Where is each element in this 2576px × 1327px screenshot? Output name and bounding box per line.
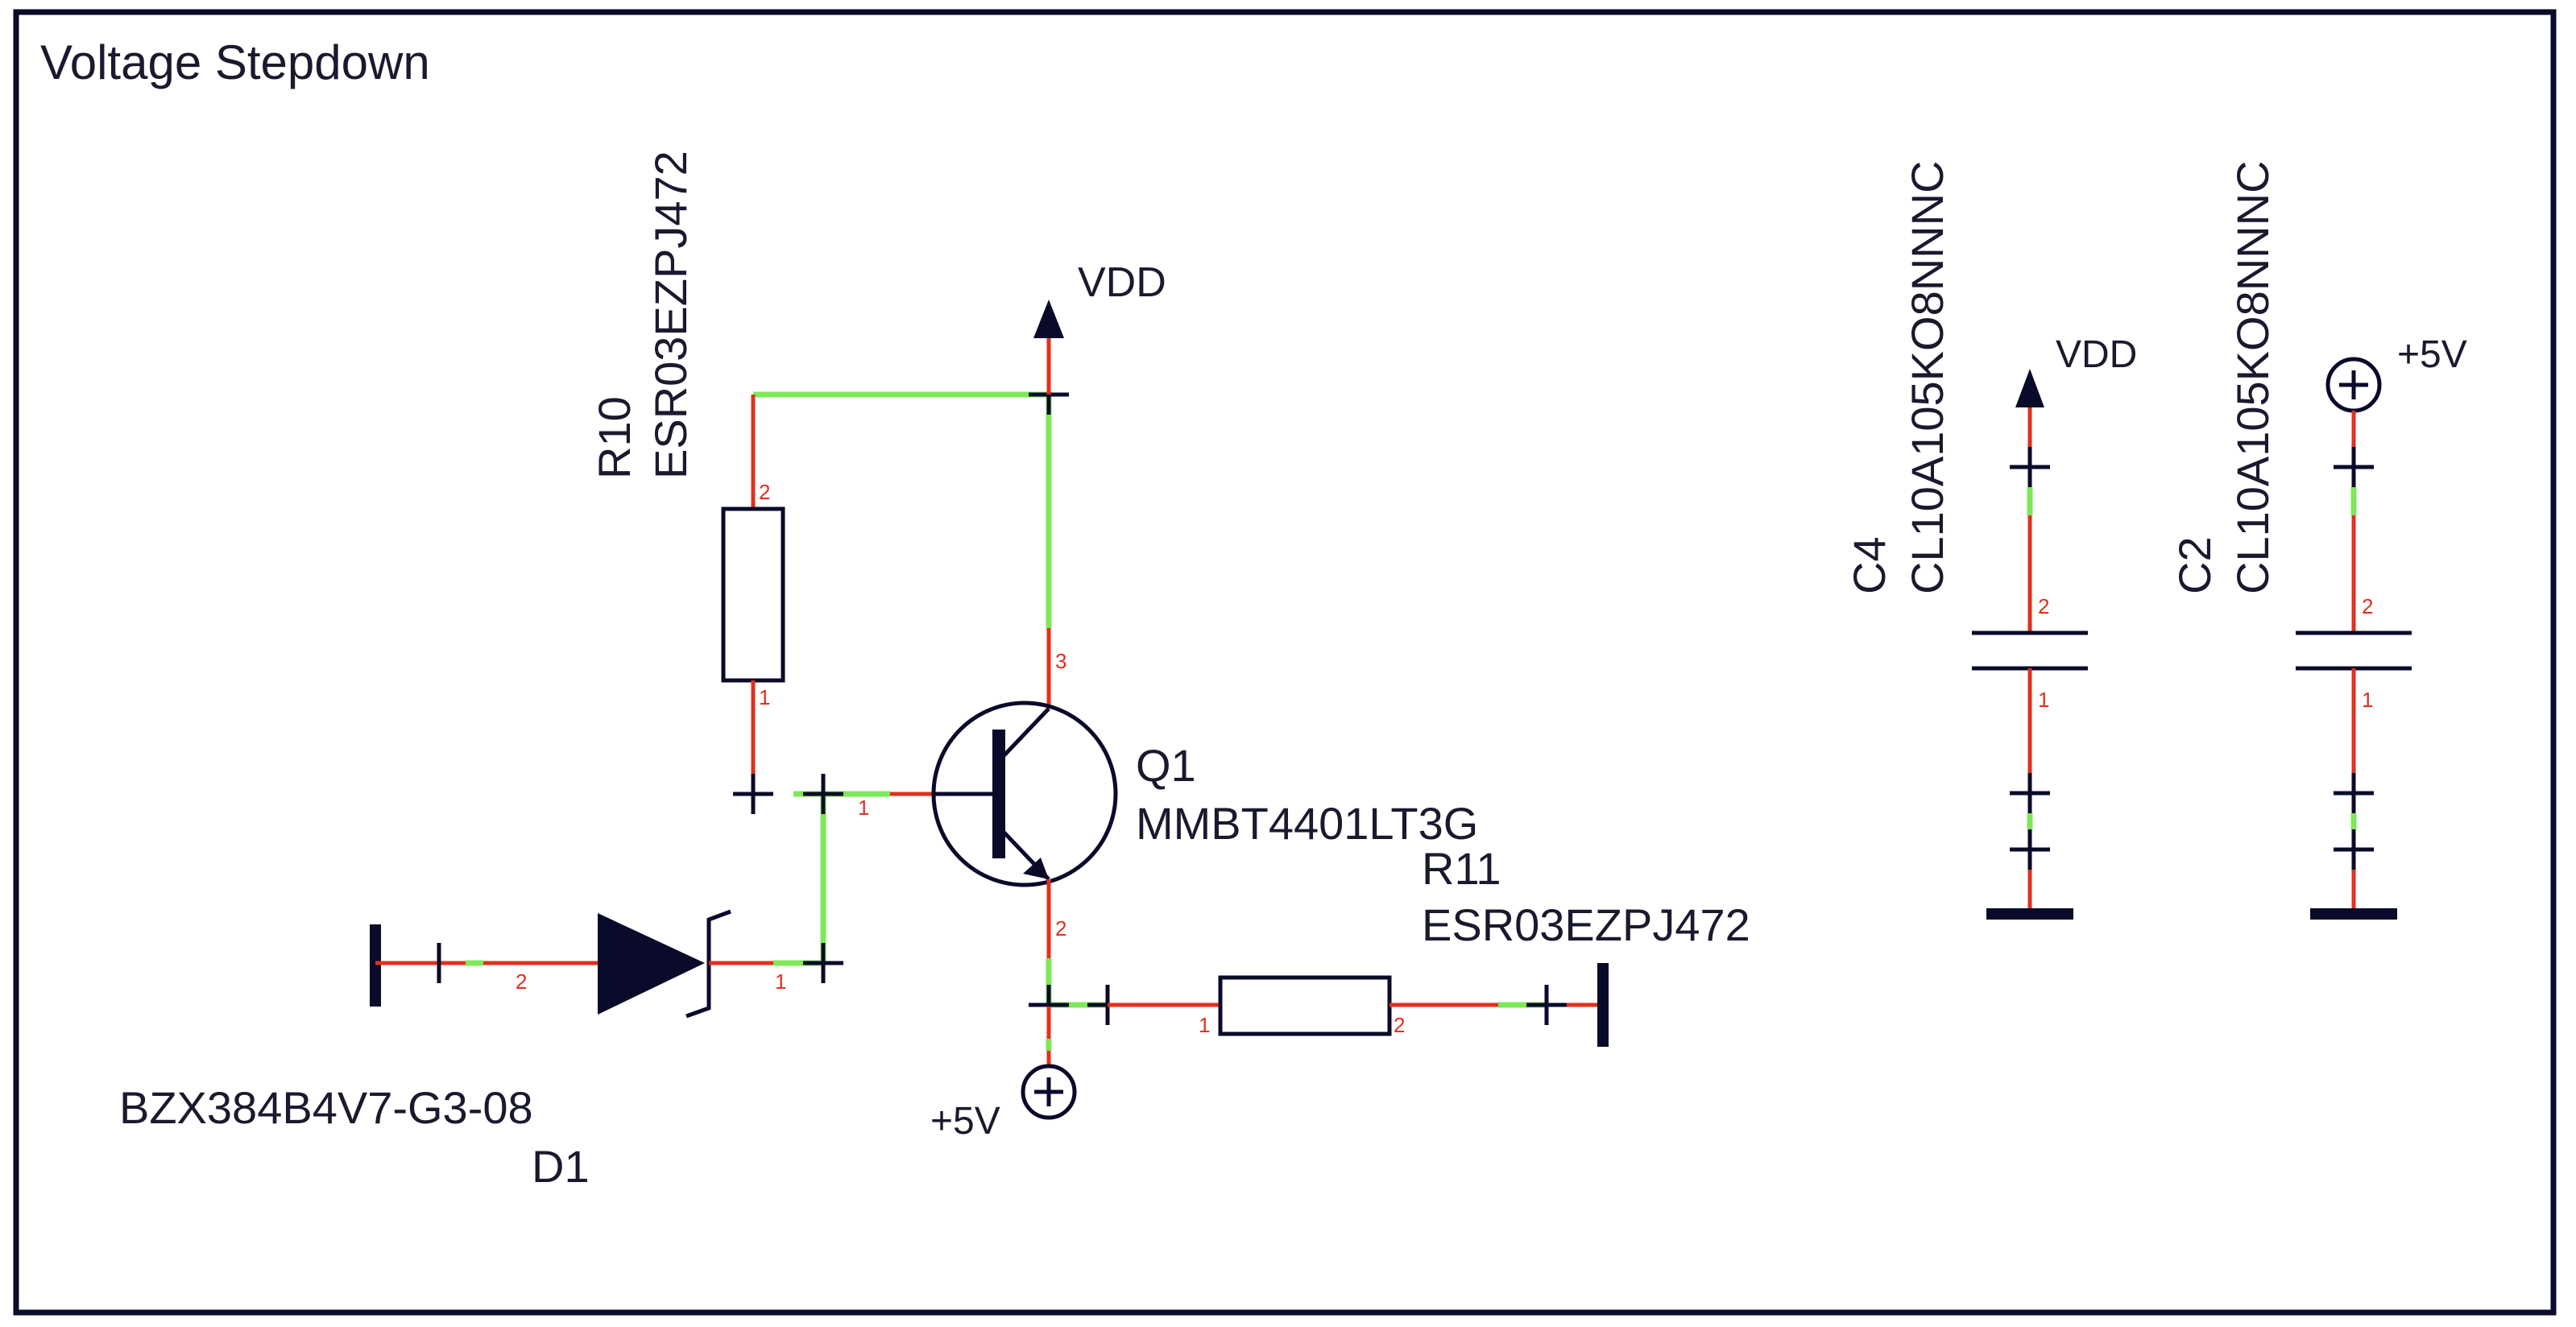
- vdd-power-port: VDD: [1033, 259, 1166, 395]
- transistor-q1[interactable]: 3 1 2 Q1 MMBT4401LT3G: [858, 628, 1478, 958]
- c4-pin-1: 1: [2038, 688, 2049, 712]
- c4-value: CL10A105KO8NNNC: [1902, 161, 1953, 594]
- d1-pin-2: 2: [516, 969, 527, 994]
- r10-value: ESR03EZPJ472: [645, 151, 696, 479]
- net-wires: [466, 391, 2357, 1051]
- q1-pin-2: 2: [1055, 916, 1066, 940]
- p5v-power-port-q1: +5V: [930, 985, 1077, 1143]
- p5v-label-c2: +5V: [2397, 333, 2467, 376]
- c2-value: CL10A105KO8NNNC: [2227, 161, 2278, 594]
- q1-designator: Q1: [1136, 740, 1196, 791]
- capacitor-c2[interactable]: +5V 2 1 C2 CL10A105KO8NNNC: [2169, 161, 2467, 920]
- r11-pin-1: 1: [1199, 1013, 1210, 1037]
- c2-pin-2: 2: [2362, 594, 2373, 618]
- d1-pin-1: 1: [775, 969, 786, 994]
- zener-diode-d1[interactable]: 2 1 BZX384B4V7-G3-08 D1: [119, 909, 786, 1192]
- d1-value: BZX384B4V7-G3-08: [119, 1082, 533, 1133]
- vdd-label-c4: VDD: [2056, 333, 2137, 376]
- r10-pin-2: 2: [759, 480, 770, 504]
- q1-pin-1: 1: [858, 796, 869, 820]
- c2-pin-1: 1: [2362, 688, 2373, 712]
- c4-designator: C4: [1844, 536, 1895, 594]
- d1-designator: D1: [532, 1141, 590, 1192]
- vdd-label: VDD: [1078, 259, 1166, 306]
- c2-designator: C2: [2169, 536, 2220, 594]
- q1-value: MMBT4401LT3G: [1136, 798, 1478, 849]
- capacitor-c4[interactable]: VDD 2 1 C4 CL10A105KO8NNNC: [1844, 161, 2137, 920]
- resistor-r11[interactable]: 1 2 R11 ESR03EZPJ472: [1087, 843, 1750, 1047]
- r11-designator: R11: [1422, 843, 1501, 894]
- sheet-title: Voltage Stepdown: [40, 35, 430, 89]
- sheet-border: [13, 9, 2557, 1316]
- r10-pin-1: 1: [759, 685, 770, 709]
- p5v-label-q1: +5V: [930, 1100, 1000, 1143]
- resistor-r10[interactable]: 2 1 R10 ESR03EZPJ472: [589, 151, 785, 794]
- c4-pin-2: 2: [2038, 594, 2049, 618]
- r10-designator: R10: [589, 396, 640, 479]
- q1-pin-3: 3: [1055, 649, 1066, 673]
- r11-value: ESR03EZPJ472: [1422, 899, 1750, 950]
- r11-pin-2: 2: [1394, 1013, 1405, 1037]
